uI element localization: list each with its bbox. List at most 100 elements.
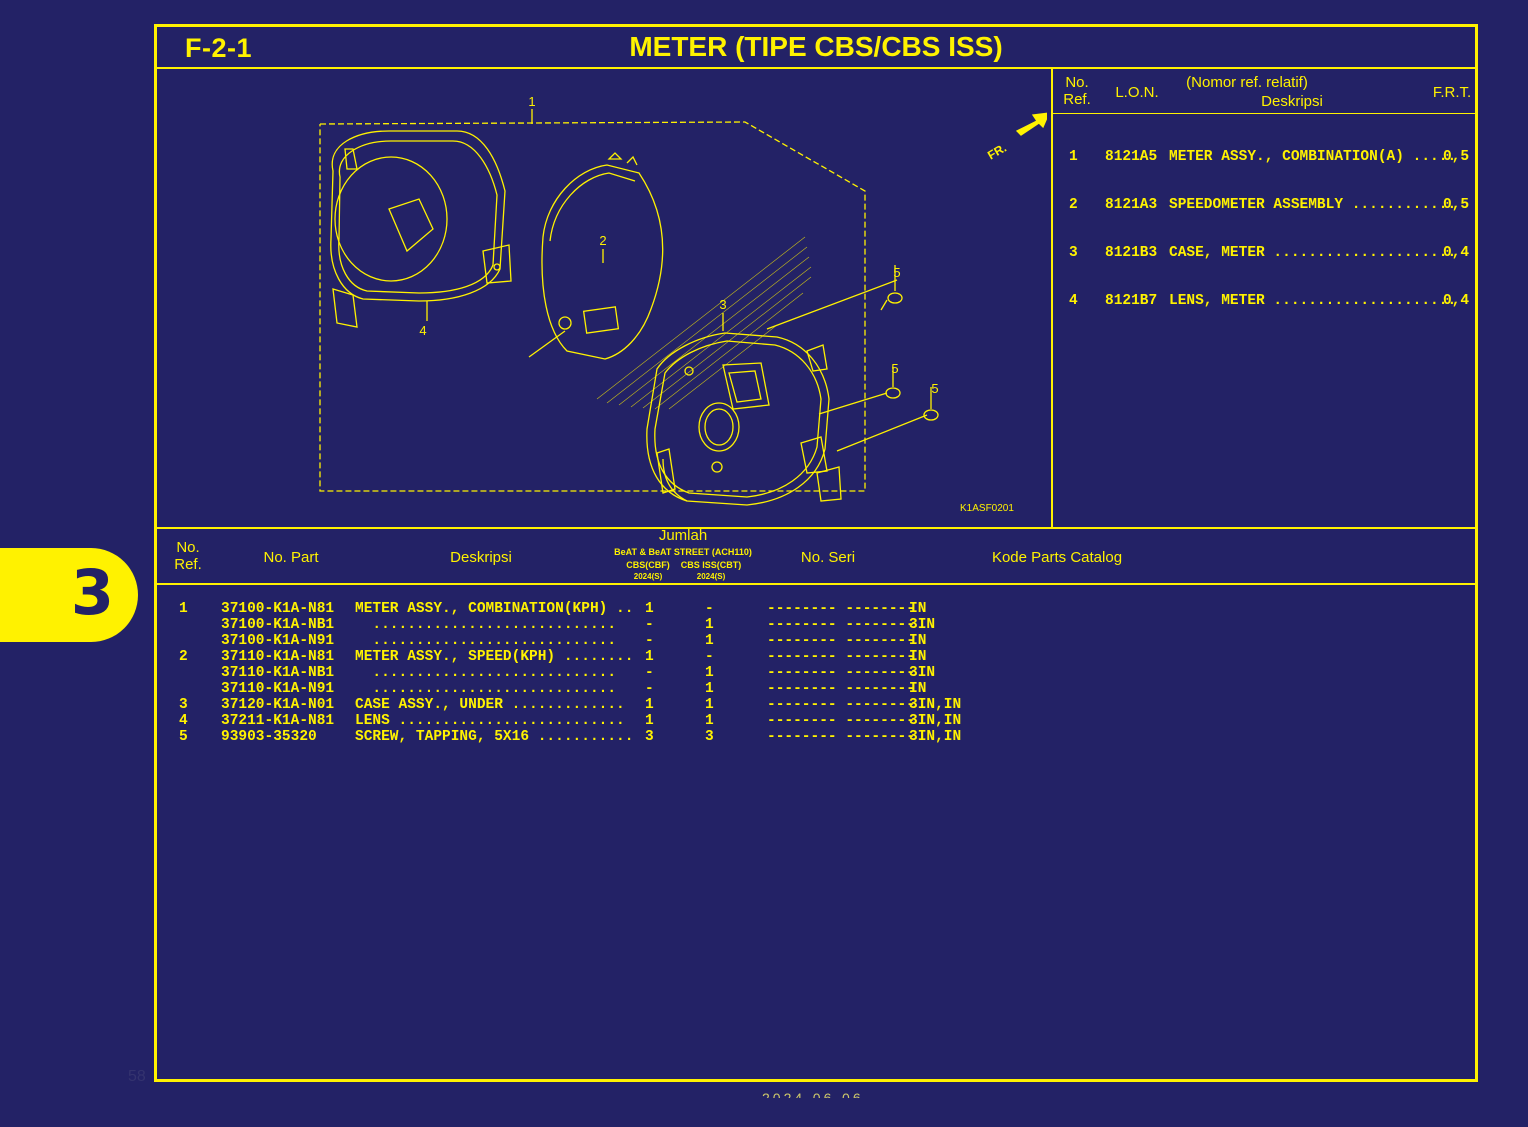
callout-5c: 5	[931, 381, 938, 396]
table-cell: 0,5	[1443, 149, 1470, 165]
table-cell: 1	[705, 681, 714, 697]
callout-3: 3	[719, 297, 726, 312]
table-cell: -------- --------	[767, 617, 915, 633]
table-cell: METER ASSY., SPEED(KPH) ........	[355, 649, 634, 665]
table-cell: IN	[909, 649, 927, 665]
table-cell: 1	[645, 649, 654, 665]
frt-header-frt: F.R.T.	[1432, 84, 1472, 101]
frt-header-lon: L.O.N.	[1115, 84, 1159, 101]
speedometer-part	[528, 152, 664, 360]
table-cell: LENS ..........................	[355, 713, 625, 729]
table-cell: 1	[705, 633, 714, 649]
table-cell: 37110-K1A-N91	[221, 681, 335, 697]
table-cell: 3IN	[909, 617, 936, 633]
parts-header-year2: 2024(S)	[696, 572, 726, 581]
table-cell: 37110-K1A-NB1	[221, 665, 335, 681]
table-cell: 3IN,IN	[909, 729, 962, 745]
table-cell: 0,4	[1443, 293, 1470, 309]
front-arrow-icon	[1015, 112, 1047, 136]
table-cell: 37100-K1A-N91	[221, 633, 335, 649]
front-label: FR.	[985, 141, 1009, 163]
table-cell: 0,5	[1443, 197, 1470, 213]
table-cell: -------- --------	[767, 649, 915, 665]
table-cell: 1	[645, 713, 654, 729]
table-cell: 4	[1069, 293, 1078, 309]
lens-part	[330, 130, 512, 328]
table-cell: 3	[645, 729, 654, 745]
table-cell: ............................	[355, 681, 617, 697]
frt-header-deskripsi: Deskripsi	[1261, 93, 1323, 110]
table-cell: 4	[179, 713, 188, 729]
parts-header-model: BeAT & BeAT STREET (ACH110)	[614, 547, 752, 557]
table-cell: -------- --------	[767, 713, 915, 729]
table-cell: 3	[179, 697, 188, 713]
table-cell: 1	[179, 601, 188, 617]
parts-header-no-seri: No. Seri	[800, 549, 856, 566]
table-cell: 8121B3	[1105, 245, 1158, 261]
page-number: 58	[128, 1068, 146, 1085]
table-cell: 1	[645, 697, 654, 713]
page-code: F-2-1	[185, 33, 253, 63]
table-cell: METER ASSY., COMBINATION(KPH) ..	[355, 601, 634, 617]
table-cell: 1	[705, 665, 714, 681]
table-cell: ............................	[355, 617, 617, 633]
table-cell: -------- --------	[767, 729, 915, 745]
diagram-code: K1ASF0201	[960, 503, 1014, 514]
table-cell: IN	[909, 601, 927, 617]
table-cell: 37120-K1A-N01	[221, 697, 335, 713]
hatch-area	[596, 236, 812, 410]
table-cell: 0,4	[1443, 245, 1470, 261]
parts-header-jumlah: Jumlah	[658, 527, 708, 544]
table-cell: 5	[179, 729, 188, 745]
table-cell: -	[645, 633, 654, 649]
table-cell: -	[645, 617, 654, 633]
parts-header-year1: 2024(S)	[633, 572, 663, 581]
table-cell: 1	[705, 713, 714, 729]
callout-2: 2	[599, 233, 606, 248]
case-under-part	[646, 313, 842, 506]
parts-header-deskripsi: Deskripsi	[450, 549, 512, 566]
page-title: METER (TIPE CBS/CBS ISS)	[629, 31, 1003, 62]
table-cell: 37110-K1A-N81	[221, 649, 335, 665]
callout-5b: 5	[891, 361, 898, 376]
table-cell: 8121A3	[1105, 197, 1158, 213]
table-cell: -------- --------	[767, 633, 915, 649]
table-cell: 2	[1069, 197, 1078, 213]
table-cell: 3IN	[909, 665, 936, 681]
table-cell: SCREW, TAPPING, 5X16 ...........	[355, 729, 634, 745]
table-cell: 1	[705, 617, 714, 633]
frt-header-nomor: (Nomor ref. relatif)	[1186, 74, 1308, 91]
screw-parts	[766, 265, 939, 452]
table-cell: CASE ASSY., UNDER .............	[355, 697, 625, 713]
parts-header-kode: Kode Parts Catalog	[991, 549, 1123, 566]
table-cell: ............................	[355, 633, 617, 649]
table-cell: -	[645, 665, 654, 681]
table-cell: -------- --------	[767, 601, 915, 617]
section-tab[interactable]: 3	[0, 548, 138, 642]
parts-header-no-ref: No. Ref.	[174, 539, 202, 573]
table-cell: 93903-35320	[221, 729, 317, 745]
table-cell: 8121B7	[1105, 293, 1158, 309]
table-divider	[157, 527, 1475, 529]
callout-4: 4	[419, 323, 426, 338]
table-cell: IN	[909, 633, 927, 649]
table-cell: 37100-K1A-N81	[221, 601, 335, 617]
section-number: 3	[70, 556, 114, 629]
table-cell: IN	[909, 681, 927, 697]
table-cell: 3IN,IN	[909, 697, 962, 713]
parts-header-no-part: No. Part	[263, 549, 319, 566]
table-cell: -	[645, 681, 654, 697]
table-cell: 1	[1069, 149, 1078, 165]
table-cell: -------- --------	[767, 665, 915, 681]
table-cell: 1	[645, 601, 654, 617]
frt-header-no-ref: No. Ref.	[1063, 74, 1091, 108]
callout-5a: 5	[893, 265, 900, 280]
table-cell: 37100-K1A-NB1	[221, 617, 335, 633]
table-cell: 3	[1069, 245, 1078, 261]
table-cell: ............................	[355, 665, 617, 681]
